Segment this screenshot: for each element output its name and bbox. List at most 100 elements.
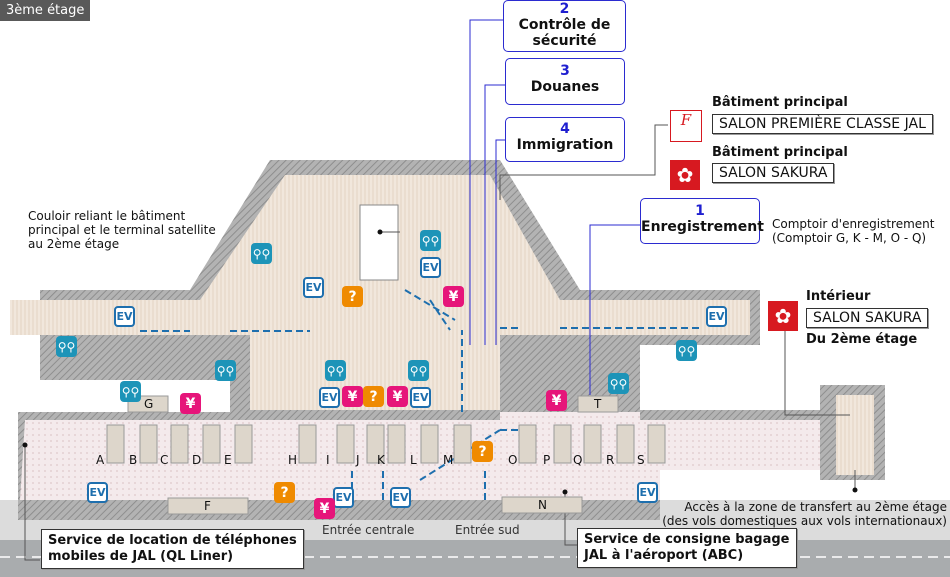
lounge-location: Bâtiment principal [712, 145, 848, 160]
callout-label: Contrôle de sécurité [518, 17, 611, 49]
elevator-icon: EV [319, 387, 340, 408]
counter-label-b: B [129, 453, 138, 467]
counter-label-a: A [96, 453, 105, 467]
transfer-marker [852, 487, 858, 493]
counter-label-e: E [224, 453, 232, 467]
checkin-note-line: (Comptoir G, K - M, O - Q) [772, 231, 927, 245]
lounge-sakura-interior: SALON SAKURA [806, 308, 929, 328]
callout-customs: 3 Douanes [505, 58, 625, 105]
counter-block-e [234, 424, 253, 464]
counter-label-c: C [160, 453, 169, 467]
callout-label: Douanes [530, 79, 600, 95]
counter-label-k: K [377, 453, 385, 467]
counter-block-f [167, 497, 249, 515]
counter-label-s: S [637, 453, 645, 467]
elevator-icon: EV [637, 482, 658, 503]
elevator-icon: EV [333, 487, 354, 508]
elevator-icon: EV [390, 487, 411, 508]
restroom-icon: ⚲⚲ [120, 381, 141, 402]
phone-rental-service: Service de location de téléphones mobile… [41, 529, 304, 569]
elevator-icon: EV [706, 306, 727, 327]
transfer-note-line: (des vols domestiques aux vols internati… [662, 514, 947, 528]
callout-immigration: 4 Immigration [505, 117, 625, 162]
counter-block-p [553, 424, 572, 464]
elevator-icon: EV [303, 277, 324, 298]
counter-block-t [577, 395, 619, 413]
currency-exchange-icon: ¥ [443, 286, 464, 307]
counter-label-t: T [594, 397, 602, 411]
baggage-marker [562, 489, 568, 495]
callout-connectors [469, 19, 640, 395]
restroom-icon: ⚲⚲ [251, 243, 272, 264]
restroom-icon: ⚲⚲ [408, 360, 429, 381]
counter-block-o [518, 424, 537, 464]
callout-checkin: 1 Enregistrement [640, 198, 764, 244]
counter-label-h: H [288, 453, 298, 467]
service-line: mobiles de JAL (QL Liner) [48, 549, 234, 564]
counter-label-l: L [410, 453, 417, 467]
counter-label-r: R [606, 453, 615, 467]
lounge-floor-note: Du 2ème étage [806, 332, 918, 347]
counter-block-h [298, 424, 317, 464]
callout-number: 3 [560, 63, 570, 79]
service-line: JAL à l'aéroport (ABC) [584, 548, 744, 563]
elevator-icon: EV [420, 257, 441, 278]
counter-label-o: O [508, 453, 518, 467]
callout-label: Enregistrement [641, 219, 764, 235]
callout-security: 2 Contrôle de sécurité [503, 0, 626, 52]
counter-block-i [336, 424, 355, 464]
corridor-note-line: principal et le terminal satellite [28, 223, 216, 237]
callout-number: 2 [559, 1, 570, 17]
secure-area-floor [10, 175, 750, 410]
information-icon: ? [342, 286, 363, 307]
transfer-note-line: Accès à la zone de transfert au 2ème éta… [684, 500, 947, 514]
information-icon: ? [274, 482, 295, 503]
service-line: Service de location de téléphones [48, 533, 297, 548]
counter-label-g: G [144, 397, 154, 411]
information-icon: ? [472, 441, 493, 462]
counter-block-j [366, 424, 385, 464]
restroom-icon: ⚲⚲ [215, 360, 236, 381]
counter-block-c [170, 424, 189, 464]
counter-label-q: Q [573, 453, 583, 467]
counter-label-f: F [204, 499, 211, 513]
counter-label-i: I [326, 453, 330, 467]
entrance-south: Entrée sud [455, 523, 520, 537]
counter-block-n [501, 496, 583, 514]
restroom-icon: ⚲⚲ [56, 336, 77, 357]
leader-lines [24, 124, 856, 561]
counter-block-k [387, 424, 406, 464]
lounge-sakura-main: SALON SAKURA [712, 163, 835, 183]
counter-label-n: N [538, 498, 547, 512]
counter-block-m [453, 424, 472, 464]
corridor-marker [377, 229, 383, 235]
restroom-icon: ⚲⚲ [608, 373, 629, 394]
floor-label: 3ème étage [0, 0, 91, 21]
corridor-note: Couloir reliant le bâtiment principal et… [28, 209, 216, 251]
first-class-logo: F [670, 110, 702, 142]
corridor-note-line: au 2ème étage [28, 237, 120, 251]
counter-block-b [139, 424, 158, 464]
callout-number: 4 [560, 121, 570, 137]
counter-block-r [616, 424, 635, 464]
information-icon: ? [363, 386, 384, 407]
corridor-shaft [359, 204, 399, 281]
currency-exchange-icon: ¥ [180, 393, 201, 414]
callout-number: 1 [695, 203, 705, 219]
counter-label-d: D [192, 453, 202, 467]
entrance-central: Entrée centrale [322, 523, 415, 537]
currency-exchange-icon: ¥ [387, 386, 408, 407]
counter-block-a [106, 424, 125, 464]
counter-block-l [420, 424, 439, 464]
service-line: Service de consigne bagage [584, 532, 790, 547]
lounge-location: Bâtiment principal [712, 95, 848, 110]
lounge-location: Intérieur [806, 289, 871, 304]
lounge-first-class: SALON PREMIÈRE CLASSE JAL [712, 114, 933, 134]
callout-label: Immigration [516, 137, 614, 153]
elevator-icon: EV [114, 306, 135, 327]
restroom-icon: ⚲⚲ [420, 230, 441, 251]
sakura-lounge-logo: ✿ [670, 160, 700, 190]
satellite-corridor [836, 395, 874, 475]
counter-label-p: P [543, 453, 551, 467]
restroom-icon: ⚲⚲ [325, 360, 346, 381]
